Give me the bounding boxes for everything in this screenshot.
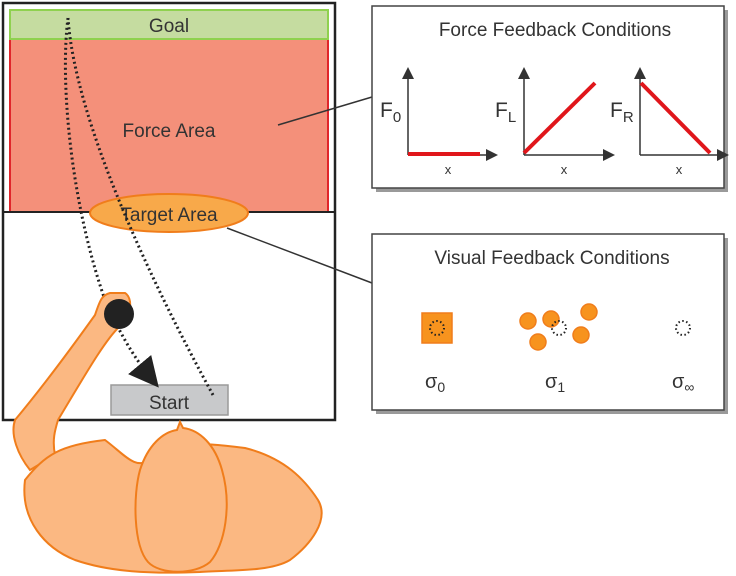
start-label: Start [149, 393, 190, 414]
force-connector-line [277, 96, 373, 126]
visual-connector-line [226, 227, 373, 284]
feedback-dot [519, 312, 537, 330]
participant-figure [12, 292, 323, 574]
visual-condition-sigma1: σ1 [519, 303, 598, 395]
hidden-target-marker [675, 320, 691, 336]
trajectory-path-outer [66, 17, 215, 396]
force-panel-title: Force Feedback Conditions [439, 20, 671, 41]
visual-panel-title: Visual Feedback Conditions [434, 248, 669, 269]
force-profile-line [522, 81, 597, 155]
hidden-target-marker [429, 320, 445, 336]
force-condition-f0: F0 x [380, 67, 498, 177]
feedback-square [421, 312, 453, 344]
force-profile-line [639, 81, 712, 155]
svg-text:FR: FR [610, 99, 634, 126]
force-condition-fr: FR x [610, 67, 729, 177]
visual-condition-sigma-inf: σ∞ [672, 320, 694, 395]
svg-text:x: x [445, 162, 452, 177]
svg-text:σ∞: σ∞ [672, 371, 694, 395]
svg-text:F0: F0 [380, 99, 401, 126]
feedback-dot [580, 303, 598, 321]
feedback-dot [542, 310, 560, 328]
goal-area [9, 9, 329, 40]
start-box [110, 384, 229, 416]
trajectory-path-inner [63, 17, 159, 388]
feedback-dot [572, 326, 590, 344]
svg-text:σ0: σ0 [425, 371, 445, 395]
svg-text:x: x [561, 162, 568, 177]
visual-condition-sigma0: σ0 [421, 312, 453, 395]
force-area-label: Force Area [123, 121, 216, 142]
svg-text:x: x [676, 162, 683, 177]
target-area-label: Target Area [120, 205, 218, 226]
feedback-dot [529, 333, 547, 351]
force-area [9, 37, 329, 213]
goal-label: Goal [149, 16, 189, 37]
svg-text:σ1: σ1 [545, 371, 565, 395]
force-condition-fl: FL x [495, 67, 615, 177]
force-feedback-panel [371, 5, 725, 189]
manipulandum-ball [104, 299, 134, 329]
hidden-target-marker [551, 320, 567, 336]
svg-text:FL: FL [495, 99, 516, 126]
head [134, 419, 228, 573]
